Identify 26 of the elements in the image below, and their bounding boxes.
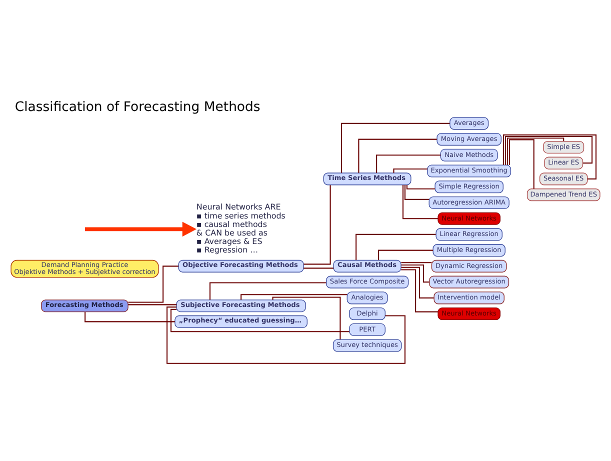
connector	[404, 184, 430, 200]
connector	[401, 269, 438, 312]
diagram-title: Classification of Forecasting Methods	[14, 100, 260, 115]
connector	[401, 264, 430, 283]
connector	[304, 268, 334, 269]
connector	[341, 122, 450, 173]
connector	[401, 262, 432, 264]
connector	[304, 185, 331, 265]
connector	[401, 266, 434, 298]
connector	[504, 136, 593, 165]
connector	[358, 138, 437, 173]
arrow	[84, 222, 197, 237]
connector	[508, 139, 534, 189]
connector	[393, 168, 428, 173]
connector	[406, 185, 435, 190]
connector	[502, 134, 597, 180]
connector	[209, 282, 326, 300]
connector	[402, 184, 438, 220]
connector	[272, 296, 341, 340]
connector	[128, 266, 178, 303]
connector	[240, 294, 348, 300]
connector	[356, 234, 436, 260]
connector	[506, 138, 564, 165]
connector	[128, 304, 177, 306]
connector	[170, 308, 350, 332]
connector	[376, 154, 441, 173]
